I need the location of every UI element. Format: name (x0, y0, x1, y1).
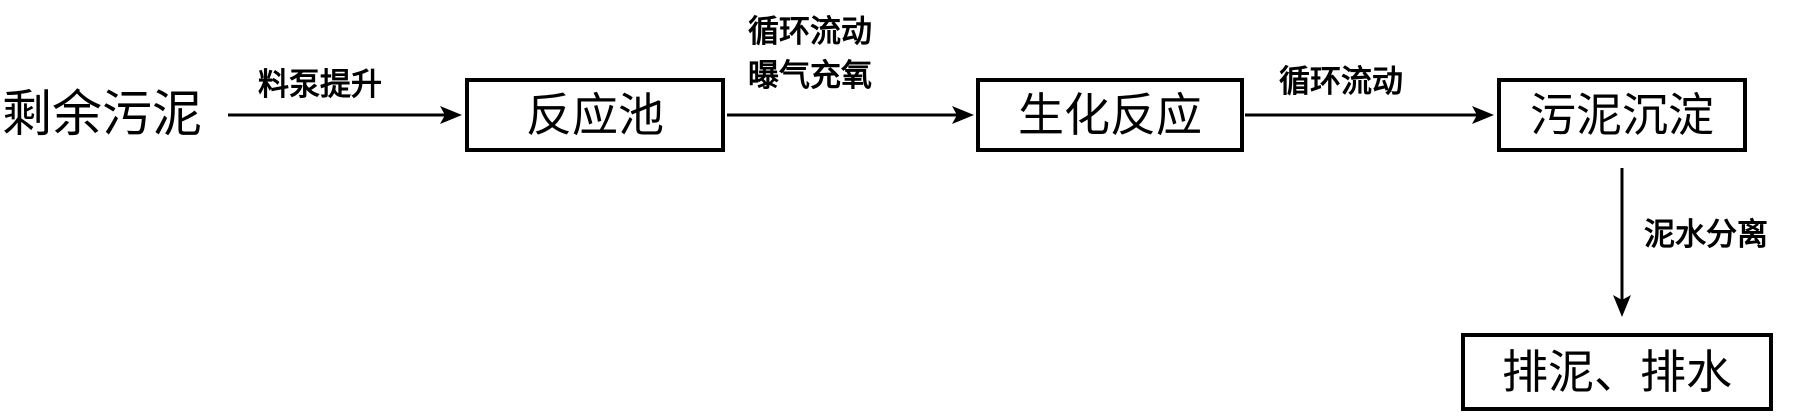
node-biochemical-reaction: 生化反应 (976, 78, 1244, 152)
edge-label-group-reaction-to-biochemical: 循环流动 曝气充氧 (748, 10, 872, 98)
arrowhead-3 (1472, 106, 1494, 124)
node-sludge-sedimentation: 污泥沉淀 (1497, 78, 1747, 152)
node-source: 剩余污泥 (2, 85, 202, 143)
arrowhead-2 (952, 106, 974, 124)
edge-label-separation: 泥水分离 (1644, 217, 1768, 253)
edge-label-pump-lift: 料泵提升 (258, 67, 382, 103)
arrowhead-1 (440, 106, 462, 124)
edge-label-aeration: 曝气充氧 (748, 58, 872, 94)
edge-label-cycle-flow-1: 循环流动 (748, 14, 872, 50)
node-reaction-tank: 反应池 (465, 78, 725, 152)
arrowhead-4 (1613, 295, 1631, 317)
edge-label-cycle-flow-2: 循环流动 (1279, 64, 1403, 100)
node-discharge: 排泥、排水 (1461, 333, 1773, 411)
